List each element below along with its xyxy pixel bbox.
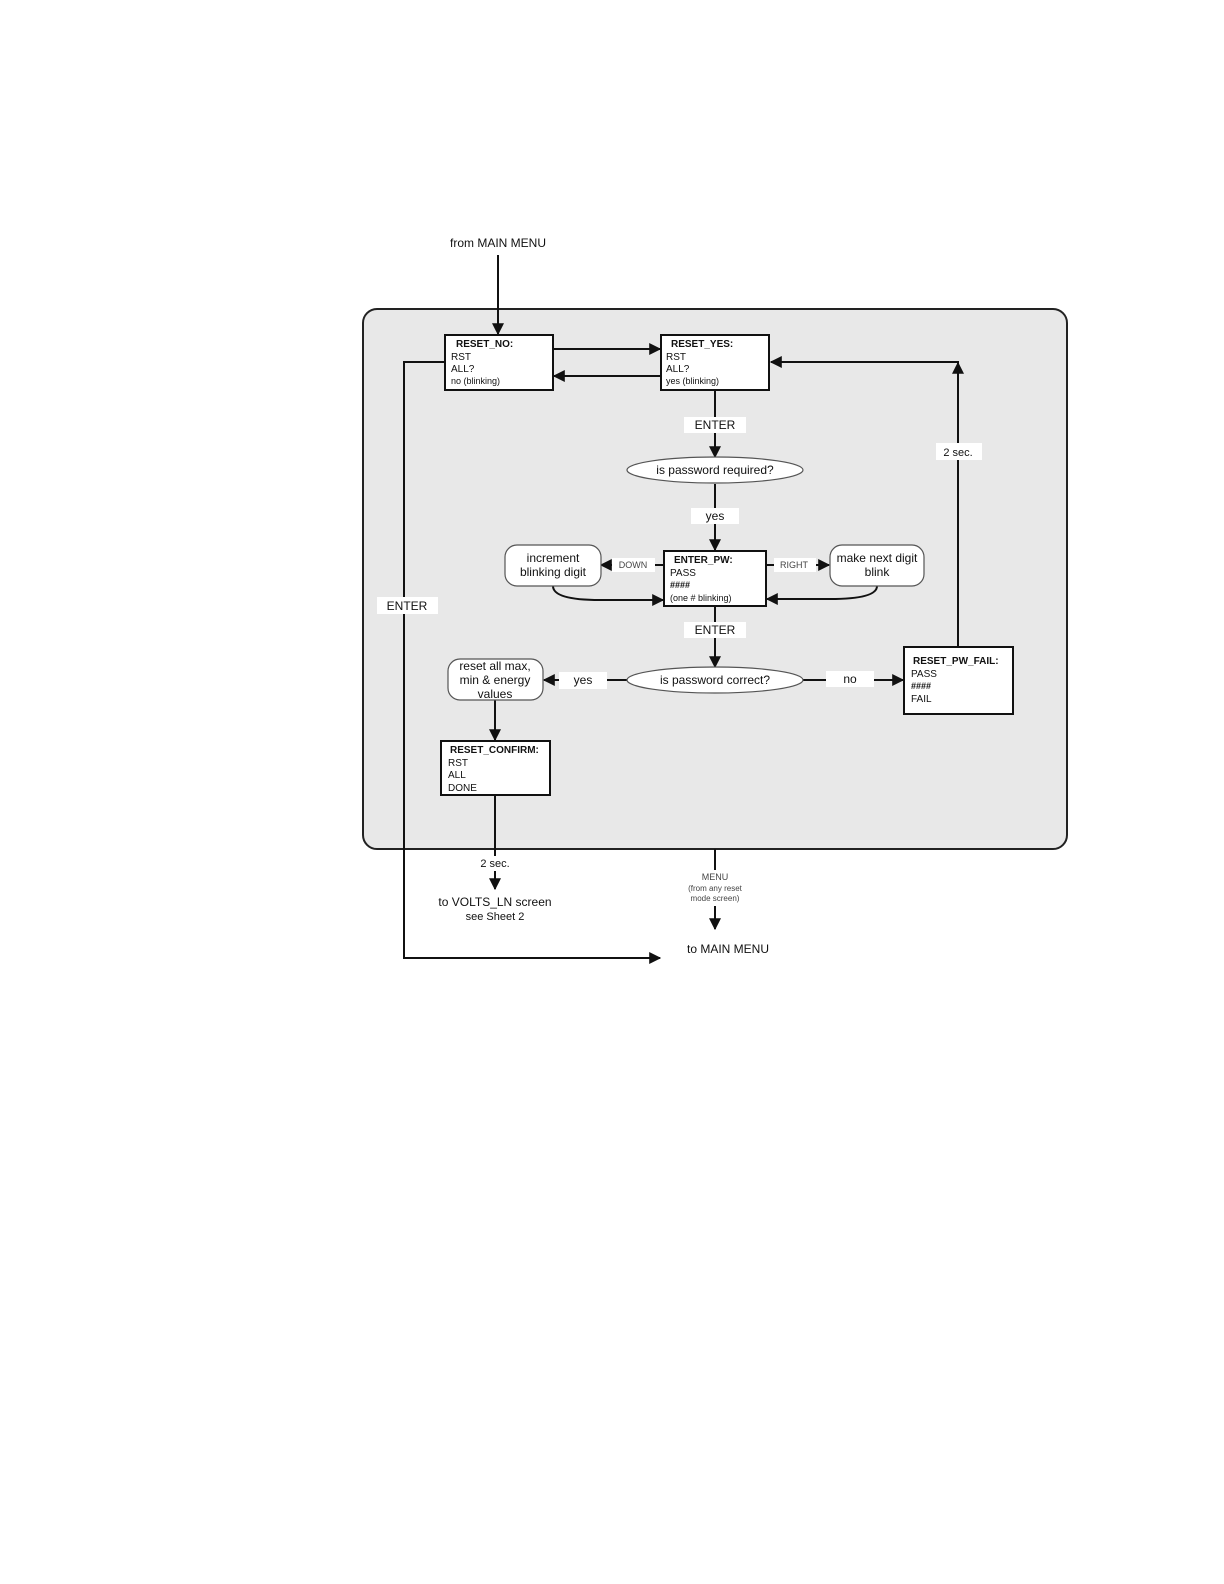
label-right: RIGHT: [774, 558, 816, 572]
exit-main-menu: to MAIN MENU: [687, 942, 769, 956]
svg-text:no: no: [843, 672, 857, 686]
svg-text:DOWN: DOWN: [619, 560, 648, 570]
action-reset-all-line3: values: [478, 687, 513, 701]
state-enter-pw-line1: PASS: [670, 568, 696, 579]
decision-password-required: is password required?: [626, 456, 804, 484]
label-enter-2: ENTER: [684, 622, 746, 638]
state-reset-yes: RESET_YES: RST ALL? yes (blinking): [660, 334, 770, 391]
decision-password-correct: is password correct?: [626, 666, 804, 694]
state-reset-pw-fail: RESET_PW_FAIL: PASS #### FAIL: [903, 646, 1014, 715]
state-enter-pw: ENTER_PW: PASS #### (one # blinking): [663, 550, 767, 607]
svg-text:MENU: MENU: [702, 872, 729, 882]
exit-volts-line1: to VOLTS_LN screen: [438, 895, 551, 909]
label-down: DOWN: [612, 558, 655, 572]
state-reset-no-line3: no (blinking): [451, 376, 500, 386]
label-yes-1: yes: [691, 508, 739, 524]
svg-text:2 sec.: 2 sec.: [480, 858, 509, 870]
state-enter-pw-title: ENTER_PW:: [674, 555, 733, 566]
state-reset-yes-line2: ALL?: [666, 364, 690, 375]
svg-text:ENTER: ENTER: [695, 418, 736, 432]
state-reset-pw-fail-line3: FAIL: [911, 694, 932, 705]
action-increment-digit: increment blinking digit: [504, 544, 602, 587]
svg-text:yes: yes: [706, 509, 725, 523]
action-reset-all-line2: min & energy: [460, 673, 531, 687]
exit-volts-line2: see Sheet 2: [466, 911, 525, 923]
label-enter-left: ENTER: [377, 597, 438, 614]
state-reset-confirm-line2: ALL: [448, 770, 466, 781]
label-two-sec-confirm: 2 sec.: [473, 856, 517, 871]
svg-text:ENTER: ENTER: [387, 599, 428, 613]
increment-return-arrow: [552, 585, 665, 606]
svg-text:mode screen): mode screen): [691, 894, 740, 903]
label-menu: MENU (from any reset mode screen): [688, 872, 743, 903]
label-two-sec-fail: 2 sec.: [936, 443, 982, 460]
svg-text:(from any reset: (from any reset: [688, 884, 743, 893]
state-reset-pw-fail-line1: PASS: [911, 669, 937, 680]
action-next-digit: make next digit blink: [829, 544, 925, 587]
action-next-digit-line1: make next digit: [837, 551, 918, 565]
state-reset-confirm-line1: RST: [448, 758, 468, 769]
decision-password-correct-text: is password correct?: [660, 673, 770, 687]
svg-text:ENTER: ENTER: [695, 623, 736, 637]
state-reset-pw-fail-title: RESET_PW_FAIL:: [913, 656, 999, 667]
state-reset-confirm-line3: DONE: [448, 783, 477, 794]
label-enter-1: ENTER: [684, 417, 746, 433]
svg-text:2 sec.: 2 sec.: [943, 447, 972, 459]
state-reset-no-line2: ALL?: [451, 364, 475, 375]
action-reset-all: reset all max, min & energy values: [447, 658, 544, 701]
state-reset-confirm-title: RESET_CONFIRM:: [450, 745, 539, 756]
state-reset-no-title: RESET_NO:: [456, 339, 513, 350]
state-reset-pw-fail-line2: ####: [911, 681, 931, 691]
state-reset-yes-title: RESET_YES:: [671, 339, 733, 350]
label-yes-2: yes: [559, 672, 607, 689]
state-reset-no-line1: RST: [451, 352, 471, 363]
action-next-digit-line2: blink: [865, 565, 891, 579]
svg-text:RIGHT: RIGHT: [780, 560, 809, 570]
svg-text:yes: yes: [574, 673, 593, 687]
state-reset-yes-line3: yes (blinking): [666, 376, 719, 386]
enter-to-mainmenu-arrow: [403, 361, 662, 964]
state-reset-yes-line1: RST: [666, 352, 686, 363]
decision-password-required-text: is password required?: [656, 463, 774, 477]
label-no: no: [826, 671, 874, 687]
action-increment-line1: increment: [527, 551, 580, 565]
entry-label: from MAIN MENU: [450, 236, 546, 250]
action-increment-line2: blinking digit: [520, 565, 587, 579]
state-reset-confirm: RESET_CONFIRM: RST ALL DONE: [440, 740, 551, 796]
action-reset-all-line1: reset all max,: [459, 659, 530, 673]
state-enter-pw-line2: ####: [670, 580, 690, 590]
state-enter-pw-line3: (one # blinking): [670, 593, 732, 603]
nextdigit-return-arrow: [765, 585, 878, 605]
state-reset-no: RESET_NO: RST ALL? no (blinking): [444, 334, 554, 391]
